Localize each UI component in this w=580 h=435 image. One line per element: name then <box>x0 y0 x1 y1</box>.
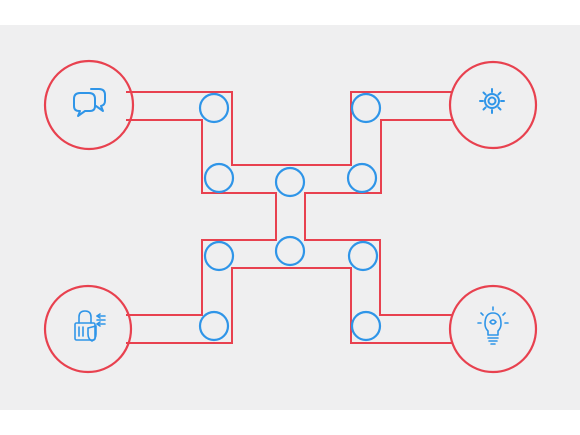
node <box>350 310 382 342</box>
hub-circle <box>43 59 135 151</box>
node <box>350 92 382 124</box>
node <box>274 235 306 267</box>
hub-circle <box>448 60 538 150</box>
node <box>347 240 379 272</box>
node <box>203 240 235 272</box>
hub-circle <box>43 284 133 374</box>
track-path <box>126 91 452 344</box>
node <box>274 166 306 198</box>
hub-circle <box>448 284 538 374</box>
node <box>198 310 230 342</box>
hub-top-left <box>43 59 135 151</box>
node <box>203 162 235 194</box>
lightbulb-icon <box>477 306 509 345</box>
track-outline <box>126 91 452 344</box>
chat-bubbles-icon <box>73 88 106 117</box>
node <box>198 92 230 124</box>
hub-bottom-left <box>43 284 133 374</box>
hub-top-right <box>448 60 538 150</box>
nodes <box>198 92 382 342</box>
gear-icon <box>479 88 505 114</box>
hub-bottom-right <box>448 284 538 374</box>
node <box>346 162 378 194</box>
padlock-shield-icon <box>74 310 106 342</box>
